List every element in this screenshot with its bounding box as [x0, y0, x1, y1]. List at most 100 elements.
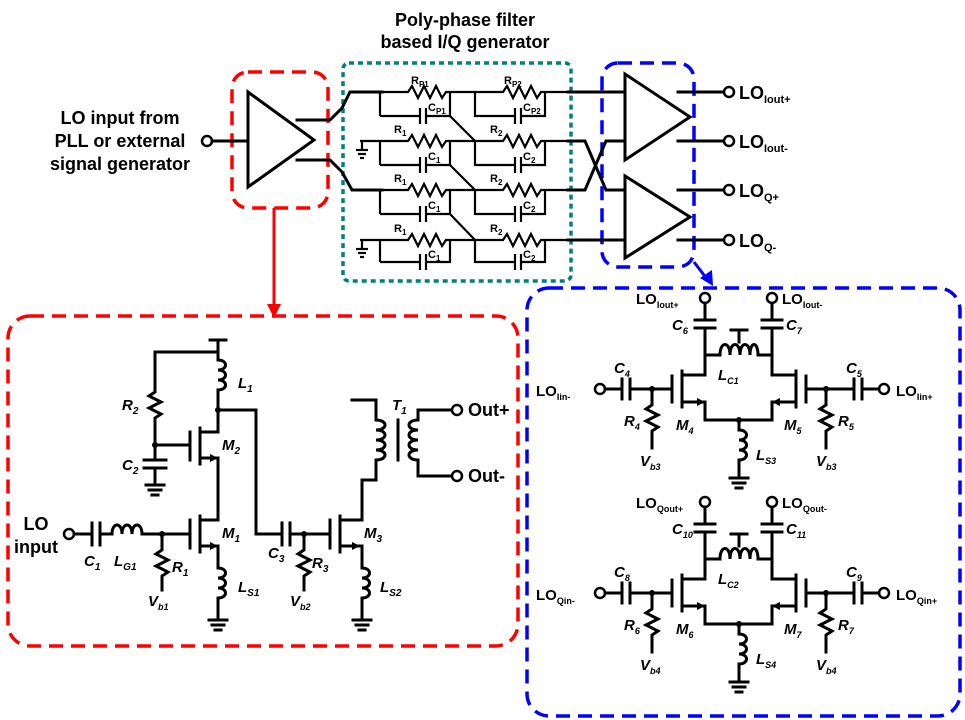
transistor-arrow [210, 542, 218, 550]
output-buffer-box [600, 61, 696, 269]
label-m1: M1 [222, 525, 241, 545]
label-vb-left: Vb3 [640, 453, 661, 472]
label-vb1: Vb1 [148, 593, 169, 612]
wire [521, 240, 547, 264]
inductor-ls [737, 632, 748, 666]
buffer-detail-box [6, 314, 520, 648]
label-r2: R2 [490, 124, 503, 138]
label-c-out-n: C7 [786, 317, 803, 336]
label-m-left: M6 [676, 621, 695, 640]
wire [680, 400, 741, 422]
label-ls: LS4 [756, 651, 776, 670]
resistor-right [816, 591, 836, 654]
wire [521, 141, 547, 167]
label-c1: C1 [428, 151, 441, 165]
lo-iout-p-label: LOIout+ [739, 83, 791, 106]
wire [338, 544, 364, 570]
label-r-left: R4 [624, 413, 640, 432]
lo-input-line1: LO [24, 514, 49, 534]
wire [703, 326, 722, 357]
transformer-secondary [407, 418, 420, 462]
label-c-in-p: C5 [846, 360, 863, 379]
label-r-right: R5 [838, 413, 855, 432]
label-vb-right: Vb3 [816, 453, 837, 472]
red-arrow-head [267, 304, 281, 318]
label-c1: C1 [428, 249, 441, 263]
out-plus-label: Out+ [468, 400, 510, 420]
label-t1: T1 [392, 397, 407, 417]
wire [449, 115, 476, 142]
lo-q-p-terminal[interactable] [722, 183, 736, 197]
inductor-l1 [216, 358, 227, 392]
label-vb-left: Vb4 [640, 657, 661, 676]
label-m-right: M7 [784, 621, 803, 640]
label-in-p: LOIin+ [896, 383, 933, 402]
lo-q-n-terminal[interactable] [722, 233, 736, 247]
out-plus-terminal[interactable] [450, 403, 464, 417]
inductor-lg1 [110, 523, 144, 536]
lo-source-line3: signal generator [50, 154, 190, 174]
out-minus-terminal[interactable] [450, 469, 464, 483]
inductor-lc [718, 547, 760, 561]
lo-q-n-label: LOQ- [739, 231, 777, 254]
inductor-ls2 [360, 566, 371, 600]
wire [295, 90, 384, 122]
resistor-rp2 [475, 83, 568, 101]
resistor-r3 [294, 532, 314, 592]
lo-input-line2: input [14, 537, 58, 557]
polyphase-network [356, 83, 568, 270]
label-m2: M2 [222, 437, 241, 457]
label-m3: M3 [364, 525, 383, 545]
label-cp2: CP2 [523, 102, 541, 116]
label-rp2: RP2 [504, 75, 522, 89]
resistor-right [816, 387, 836, 450]
buffer-schematic-labels: LO input Out+ Out- L1 R2 M2 C2 M1 C1 LG1… [14, 375, 510, 612]
wire [338, 478, 378, 522]
resistor-r2 [475, 231, 568, 249]
wire [416, 408, 454, 422]
wire [473, 92, 515, 118]
label-r1: R1 [394, 173, 407, 187]
label-in-p: LOQin+ [896, 587, 937, 606]
blue-arrow-head [700, 270, 713, 286]
resistor-r1 [152, 532, 172, 592]
label-c-out-n: C11 [786, 521, 806, 540]
out-minus-label: Out- [468, 466, 505, 486]
transistor-arrow [352, 542, 360, 550]
label-rp1: RP1 [411, 75, 429, 89]
wire [521, 190, 547, 216]
lo-iout-p-terminal[interactable] [722, 85, 736, 99]
lo-iout-n-terminal[interactable] [722, 134, 736, 148]
label-c-in-n: C8 [614, 564, 630, 583]
iq-buffer-detail-box [525, 286, 962, 718]
wire [416, 458, 454, 478]
lo-source-line1: LO input from [61, 108, 180, 128]
wire [737, 604, 798, 626]
label-lg1: LG1 [114, 553, 137, 573]
label-r2: R2 [490, 173, 503, 187]
label-c-out-p: C10 [672, 521, 693, 540]
wire [473, 190, 515, 216]
wire [521, 92, 547, 118]
resistor-r2 [145, 350, 165, 447]
label-out-n: LOIout- [782, 291, 822, 310]
label-out-p: LOQout+ [636, 495, 683, 514]
label-out-n: LOQout- [782, 495, 827, 514]
label-lc: LC1 [718, 367, 739, 386]
label-c-out-p: C6 [672, 317, 689, 336]
filter-labels: RP1 RP2 CP1 CP2 R1 R2 C1 C2 R1 R2 C1 C2 … [394, 75, 541, 263]
wire [703, 530, 722, 561]
lo-q-p-label: LOQ+ [739, 181, 779, 204]
label-in-n: LOIin- [536, 383, 570, 402]
label-vb-right: Vb4 [816, 657, 837, 676]
label-c2: C2 [523, 151, 536, 165]
inductor-ls1 [216, 566, 227, 600]
label-m-right: M5 [784, 417, 803, 436]
label-c-in-p: C9 [846, 564, 862, 583]
label-c3: C3 [268, 545, 285, 565]
label-c2: C2 [122, 457, 139, 477]
label-r-left: R6 [624, 617, 641, 636]
wire [473, 141, 515, 167]
label-out-p: LOIout+ [636, 291, 679, 310]
